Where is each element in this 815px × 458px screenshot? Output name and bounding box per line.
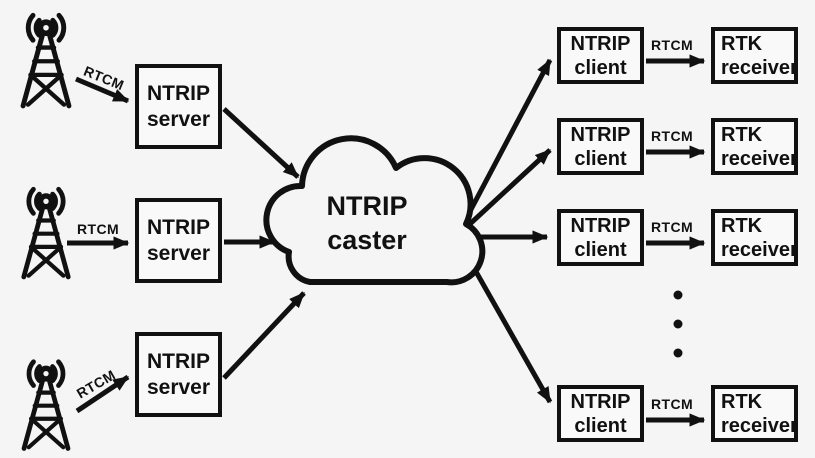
vertical-ellipsis-dots <box>673 290 683 358</box>
box-label: NTRIP <box>570 214 631 237</box>
box-label: server <box>146 375 211 399</box>
box-label: server <box>146 241 211 265</box>
cloud-label-line1: NTRIP <box>326 191 408 221</box>
rtk-receiver-box-3: RTK receiver <box>711 209 798 266</box>
ntrip-server-box-1: NTRIP server <box>135 64 222 149</box>
box-label: NTRIP <box>147 215 210 239</box>
arrow-server1-caster <box>222 107 300 179</box>
rtcm-label-tower2: RTCM <box>76 221 120 237</box>
box-label: client <box>574 56 627 79</box>
cloud-label-line2: caster <box>327 225 407 255</box>
box-label: receiver <box>721 238 798 261</box>
box-label: client <box>574 238 627 261</box>
rtk-receiver-box-1: RTK receiver <box>711 27 798 84</box>
radio-tower-icon <box>23 15 69 106</box>
radio-tower-icon <box>24 362 68 449</box>
box-label: NTRIP <box>570 32 631 55</box>
box-label: RTK <box>721 123 763 146</box>
rtcm-label-client3: RTCM <box>650 219 694 235</box>
box-label: RTK <box>721 390 763 413</box>
box-label: NTRIP <box>570 123 631 146</box>
box-label: NTRIP <box>147 349 210 373</box>
rtk-receiver-box-2: RTK receiver <box>711 118 798 175</box>
box-label: client <box>574 414 627 437</box>
rtcm-label-client1: RTCM <box>650 37 694 53</box>
rtk-receiver-box-4: RTK receiver <box>711 385 798 442</box>
box-label: NTRIP <box>147 81 210 105</box>
box-label: client <box>574 147 627 170</box>
ntrip-client-box-2: NTRIP client <box>557 118 644 175</box>
ntrip-client-box-4: NTRIP client <box>557 385 644 442</box>
box-label: receiver <box>721 56 798 79</box>
ntrip-caster-cloud <box>263 135 486 286</box>
ntrip-client-box-3: NTRIP client <box>557 209 644 266</box>
box-label: receiver <box>721 414 798 437</box>
arrow-tower1-server1 <box>75 76 130 104</box>
ntrip-caster-label: NTRIP caster <box>287 189 447 257</box>
arrow-tower3-server3 <box>75 374 130 414</box>
rtcm-label-client2: RTCM <box>650 128 694 144</box>
box-label: RTK <box>721 32 763 55</box>
ntrip-server-box-2: NTRIP server <box>135 198 222 283</box>
box-label: receiver <box>721 147 798 170</box>
arrow-server3-caster <box>222 291 306 380</box>
ntrip-server-box-3: NTRIP server <box>135 332 222 417</box>
rtcm-label-client4: RTCM <box>650 396 694 412</box>
radio-tower-icon <box>24 189 68 277</box>
box-label: server <box>146 107 211 131</box>
arrow-caster-client2 <box>456 148 552 237</box>
ntrip-client-box-1: NTRIP client <box>557 27 644 84</box>
box-label: RTK <box>721 214 763 237</box>
box-label: NTRIP <box>570 390 631 413</box>
